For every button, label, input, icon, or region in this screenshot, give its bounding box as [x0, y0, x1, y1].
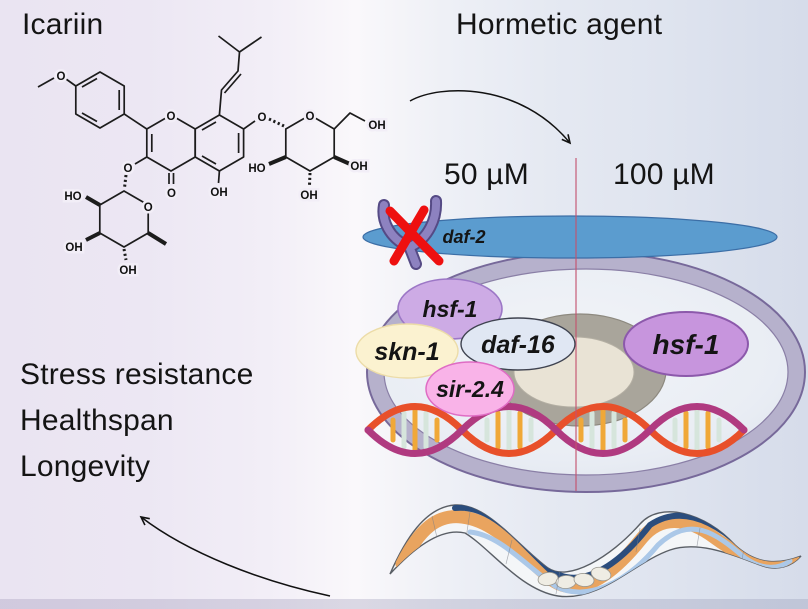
membrane-band: [362, 215, 778, 259]
arrow-compound-to-doses: [409, 89, 572, 145]
arrow-worm-to-outcomes: [139, 515, 331, 597]
gene-label-hsf1-50um: hsf-1: [423, 296, 478, 322]
atom-label: HO: [64, 191, 81, 203]
atom-label: OH: [300, 190, 317, 202]
atom-label: O: [144, 202, 153, 214]
worm-illustration: [389, 504, 802, 598]
icariin-structure: O O O O OH HO OH OH O OH O O HO OH OH: [37, 35, 388, 280]
outcome-healthspan: Healthspan: [20, 404, 174, 437]
dna-strand-magenta: [364, 403, 748, 457]
gene-skn1: [355, 323, 459, 379]
atom-label: OH: [119, 265, 136, 277]
worm-segment-lines: [431, 511, 745, 595]
dna-rungs: [390, 407, 722, 453]
agent-title: Hormetic agent: [456, 8, 663, 41]
dna-helix: [364, 403, 748, 457]
worm-ventral-band: [467, 526, 793, 595]
gene-label-hsf1-100um: hsf-1: [653, 329, 720, 360]
dose-low-label: 50 µM: [444, 158, 529, 191]
atom-label: OH: [65, 242, 82, 254]
gene-label-daf16: daf-16: [481, 331, 556, 359]
dose-high-label: 100 µM: [613, 158, 715, 191]
block-x-icon: [385, 205, 444, 266]
compound-title: Icariin: [22, 8, 104, 41]
atom-label: HO: [248, 163, 265, 175]
outcome-longevity: Longevity: [20, 450, 151, 483]
worm-eggs: [537, 566, 612, 589]
atom-label: OH: [210, 187, 227, 199]
atom-label: O: [258, 112, 267, 124]
outcome-stress-resistance: Stress resistance: [20, 358, 254, 391]
gene-label-daf2: daf-2: [442, 227, 485, 247]
atom-label: O: [306, 111, 315, 123]
bottom-edge-strip: [0, 599, 808, 609]
atom-labels: O O O O OH HO OH OH O OH O O HO OH OH: [54, 69, 388, 280]
atom-label: O: [124, 163, 133, 175]
atom-label: O: [167, 188, 176, 200]
outcomes-list: Stress resistance Healthspan Longevity: [20, 352, 253, 490]
gene-daf16: [460, 317, 576, 371]
gene-ellipses: hsf-1 skn-1 daf-16 sir-2.4 hsf-1: [355, 278, 749, 417]
atom-label: OH: [350, 161, 367, 173]
gene-hsf1-100um: [623, 311, 749, 377]
gene-sir24: [425, 361, 515, 417]
atom-label: O: [167, 111, 176, 123]
gene-label-sir24: sir-2.4: [436, 376, 504, 402]
atom-label: OH: [368, 120, 385, 132]
atom-label: O: [57, 71, 66, 83]
gene-label-skn1: skn-1: [374, 338, 439, 366]
